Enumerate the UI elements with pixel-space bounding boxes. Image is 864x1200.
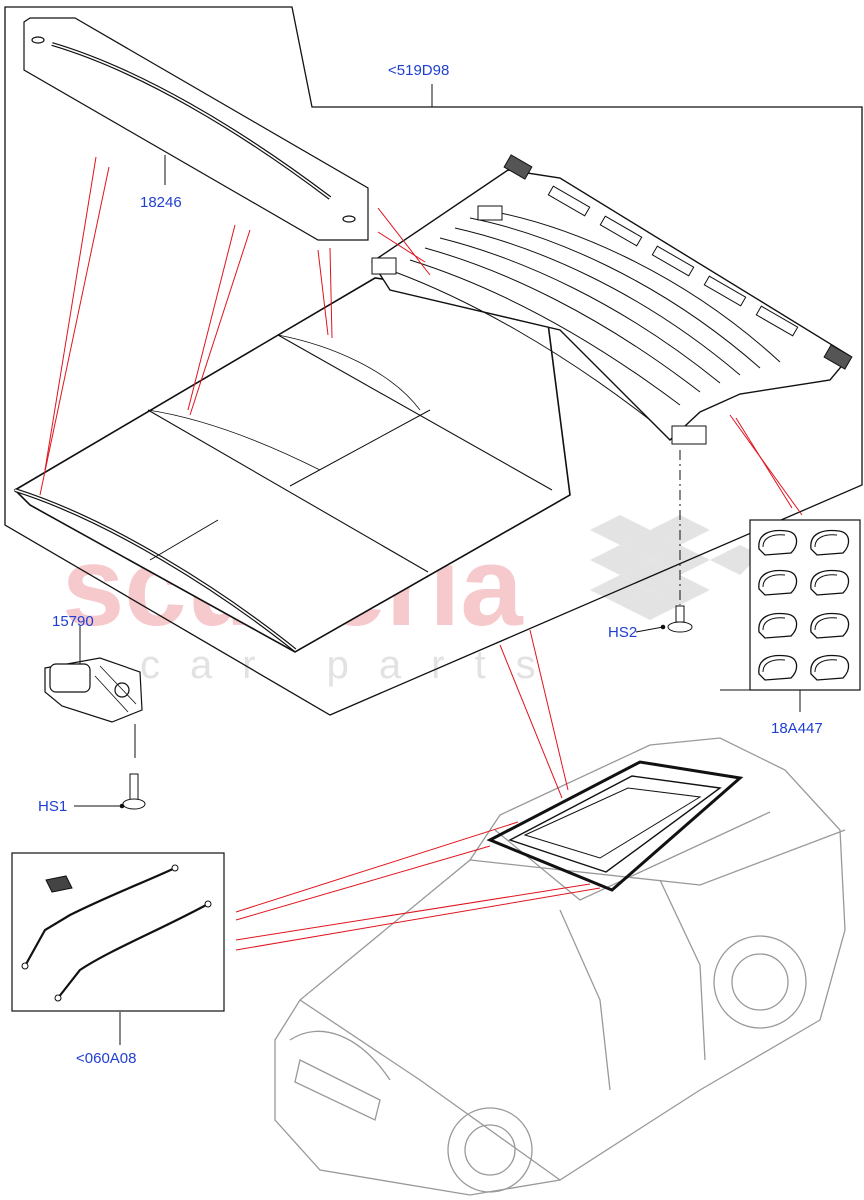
- drain-tubes-box: [11, 852, 225, 1045]
- clip-icon: [758, 612, 798, 639]
- clip-icon-highlight: [762, 659, 786, 673]
- glass-panel: [13, 277, 571, 653]
- clip-icon-highlight: [814, 659, 838, 673]
- clip-icon: [758, 654, 798, 681]
- clip-icon: [810, 654, 850, 681]
- seal-strip-inset: [23, 17, 369, 241]
- clip-icon-highlight: [762, 574, 786, 588]
- screw-hs1[interactable]: [119, 773, 146, 810]
- clips-box: [749, 519, 861, 691]
- bolt-hs2[interactable]: [660, 450, 693, 633]
- label-seal-strip[interactable]: 18246: [140, 194, 182, 211]
- label-motor[interactable]: 15790: [52, 613, 94, 630]
- vehicle-sunroof: [486, 760, 744, 892]
- clip-icon: [810, 529, 850, 556]
- clip-icon-highlight: [762, 617, 786, 631]
- clip-icon: [758, 529, 850, 681]
- clip-icon-highlight: [814, 617, 838, 631]
- leader-lines: [39, 156, 803, 951]
- callout-lines: [74, 84, 801, 807]
- clip-icon: [810, 569, 850, 596]
- label-hs1[interactable]: HS1: [38, 798, 67, 815]
- clip-icon: [758, 569, 798, 596]
- roof-frame: [371, 154, 853, 445]
- label-hs2[interactable]: HS2: [608, 624, 637, 641]
- label-clips[interactable]: 18A447: [771, 720, 823, 737]
- sunroof-motor[interactable]: [44, 657, 143, 758]
- watermark-checker-icon: [590, 515, 760, 620]
- vehicle-outline: [274, 737, 846, 1196]
- clip-icon: [810, 612, 850, 639]
- clip-icon-highlight: [814, 574, 838, 588]
- label-drain-tubes[interactable]: <060A08: [76, 1050, 136, 1067]
- watermark-subtitle: car parts: [140, 643, 566, 687]
- clip-icon-highlight: [762, 534, 786, 548]
- label-assembly[interactable]: <519D98: [388, 62, 449, 79]
- assembly-frame: [4, 6, 863, 716]
- clip-icon: [758, 529, 798, 556]
- clip-icon-highlight: [814, 534, 838, 548]
